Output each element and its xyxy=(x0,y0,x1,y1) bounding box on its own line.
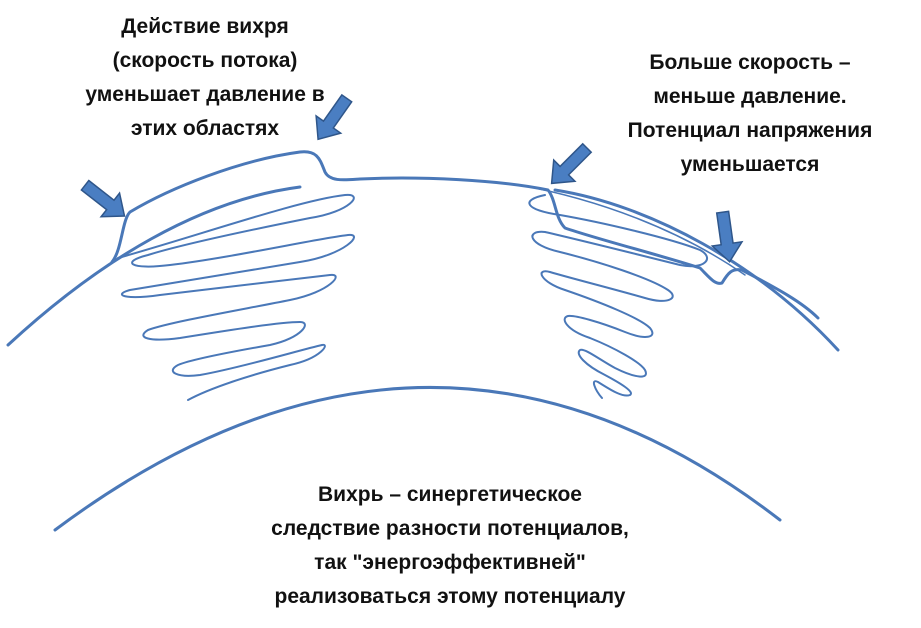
down-left-arrow-icon xyxy=(315,93,353,141)
disturbed-surface-line xyxy=(110,150,820,320)
inner-arc xyxy=(53,386,782,532)
label-line: меньше давление. xyxy=(653,85,847,108)
label-line: следствие разности потенциалов, xyxy=(271,517,629,540)
label-line: уменьшает давление в xyxy=(85,83,325,106)
label-line: так "энергоэффективней" xyxy=(314,551,586,574)
label-vortex-synergetic: Вихрь – синергетическое следствие разнос… xyxy=(215,478,685,614)
arrow-right-peak xyxy=(550,142,593,185)
arrow-left-peak xyxy=(315,93,353,141)
base-arc-right xyxy=(553,188,840,352)
label-line: (скорость потока) xyxy=(112,49,298,72)
down-right-arrow-icon xyxy=(80,179,126,218)
arrow-right-edge xyxy=(710,210,744,263)
down-left-arrow-icon xyxy=(550,142,593,185)
left-vortex-spiral xyxy=(117,193,355,401)
base-arc-left xyxy=(6,185,302,347)
label-line: реализоваться этому потенциалу xyxy=(274,585,626,608)
label-vortex-action: Действие вихря (скорость потока) уменьша… xyxy=(60,10,350,146)
label-speed-pressure: Больше скорость – меньше давление. Потен… xyxy=(585,46,915,182)
down-arrow-icon xyxy=(710,210,744,263)
arrow-left-edge xyxy=(80,179,126,218)
label-line: уменьшается xyxy=(680,153,820,176)
label-line: Больше скорость – xyxy=(649,51,851,74)
label-line: этих областях xyxy=(130,117,280,140)
label-line: Потенциал напряжения xyxy=(627,119,873,142)
right-vortex-spiral xyxy=(528,194,708,399)
label-line: Действие вихря xyxy=(121,15,289,38)
label-line: Вихрь – синергетическое xyxy=(318,483,582,506)
